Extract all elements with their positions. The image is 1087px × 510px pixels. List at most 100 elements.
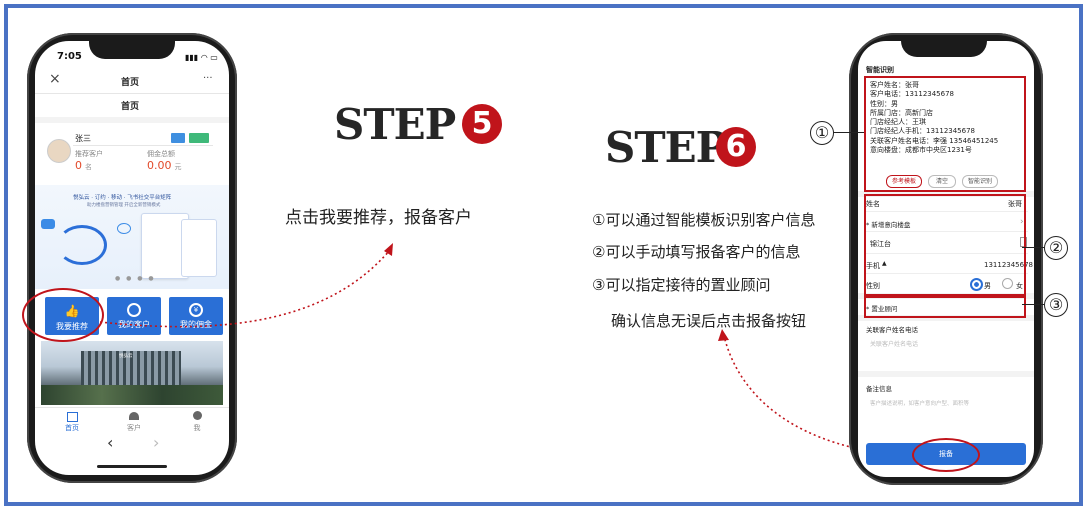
highlight-oval-submit bbox=[912, 438, 980, 472]
tab-customer[interactable]: 客户 bbox=[127, 424, 141, 432]
user-card-divider bbox=[73, 145, 213, 146]
phone-right: 智能识别 客户姓名：张哥 客户电话：13112345678 性别：男 所属门店：… bbox=[849, 33, 1043, 485]
my-customers-button[interactable]: 我的客户 bbox=[107, 297, 161, 335]
highlight-box-2 bbox=[864, 194, 1026, 296]
building-sign: 悦弘云 bbox=[119, 354, 133, 359]
chevron-right-icon[interactable]: › bbox=[1020, 217, 1024, 227]
step5-description: 点击我要推荐，报备客户 bbox=[285, 208, 472, 228]
home-indicator bbox=[97, 465, 167, 468]
banner-subtext: 助力楼盘营销管理 开启全新营销模式 bbox=[87, 203, 161, 208]
related-input[interactable]: 关联客户姓名电话 bbox=[870, 341, 919, 348]
arrow-step6-path bbox=[723, 335, 909, 457]
stat-right-label: 佣金总额 bbox=[147, 150, 175, 158]
info-line: 客户姓名：张哥 bbox=[870, 81, 919, 89]
phone-left-notch bbox=[89, 41, 175, 59]
remark-input[interactable]: 客户描述说明，如客户意向户型、面积等 bbox=[870, 401, 970, 407]
tab-home[interactable]: 首页 bbox=[65, 424, 79, 432]
profile-icon bbox=[193, 411, 202, 420]
arrow-step6-head bbox=[718, 329, 729, 341]
mini-app-screenshot-back bbox=[181, 219, 217, 277]
callout-line-3 bbox=[1022, 304, 1044, 305]
promo-banner[interactable]: 悦弘云 · 订约 · 移动 · 飞书社交平台矩阵 助力楼盘营销管理 开启全新营销… bbox=[35, 185, 229, 289]
step6-line1: ①可以通过智能模板识别客户信息 bbox=[592, 211, 816, 229]
row-divider bbox=[866, 211, 1028, 212]
step6-number: 6 bbox=[716, 127, 756, 167]
step6-line4: 确认信息无误后点击报备按钮 bbox=[611, 312, 807, 330]
info-line: 关联客户姓名电话：李强 13546451245 bbox=[870, 136, 999, 145]
step6-line2: ②可以手动填写报备客户的信息 bbox=[592, 243, 801, 261]
callout-1: ① bbox=[810, 121, 834, 145]
project-value[interactable]: 锦江台 bbox=[870, 240, 891, 248]
info-line: 性别：男 bbox=[870, 99, 898, 108]
related-label: 关联客户姓名电话 bbox=[866, 326, 918, 334]
step6-word: STEP bbox=[605, 123, 727, 172]
tab-me[interactable]: 我 bbox=[193, 424, 201, 432]
delete-icon[interactable] bbox=[1020, 237, 1027, 247]
info-line: 客户电话：13112345678 bbox=[870, 90, 954, 99]
callout-2: ② bbox=[1044, 236, 1068, 260]
qr-card-icon[interactable] bbox=[189, 133, 209, 143]
step5-word: STEP bbox=[334, 100, 456, 149]
my-commission-label: 我的佣金 bbox=[180, 320, 212, 329]
clear-button[interactable]: 清空 bbox=[928, 175, 956, 188]
consultant-label[interactable]: * 置业顾问 bbox=[866, 305, 898, 313]
info-line: 意向楼盘：成都市中央区1231号 bbox=[870, 146, 972, 155]
customers-icon bbox=[129, 412, 139, 420]
recognize-button[interactable]: 智能识别 bbox=[962, 175, 998, 188]
phone-right-screen: 智能识别 客户姓名：张哥 客户电话：13112345678 性别：男 所属门店：… bbox=[858, 41, 1034, 477]
cloud-logo-icon bbox=[57, 225, 107, 265]
arrow-step5-path bbox=[99, 249, 391, 328]
info-line: 门店经纪人：王琪 bbox=[870, 118, 926, 127]
yen-icon: ¥ bbox=[189, 303, 203, 317]
phone-value[interactable]: 13112345678 bbox=[984, 261, 1033, 269]
nav-title: 首页 bbox=[121, 78, 140, 88]
building-photo[interactable]: 悦弘云 bbox=[41, 341, 223, 405]
user-name: 张三 bbox=[75, 134, 91, 143]
back-icon[interactable]: ‹ bbox=[107, 433, 114, 452]
step5-number: 5 bbox=[462, 104, 502, 144]
my-commission-button[interactable]: ¥ 我的佣金 bbox=[169, 297, 223, 335]
close-icon[interactable]: × bbox=[49, 71, 61, 87]
nav-divider bbox=[35, 93, 229, 94]
highlight-oval-recommend bbox=[22, 288, 104, 342]
gender-label: 性别 bbox=[866, 282, 880, 290]
my-customers-label: 我的客户 bbox=[118, 320, 150, 329]
intent-label: * 新增意向楼盘 bbox=[866, 221, 911, 229]
radio-male-icon[interactable] bbox=[970, 278, 983, 291]
row-divider bbox=[866, 231, 1028, 232]
info-line: 门店经纪人手机：13112345678 bbox=[870, 127, 975, 136]
page-heading: 首页 bbox=[121, 102, 140, 112]
id-card-icon[interactable] bbox=[171, 133, 185, 143]
tab-bar-divider bbox=[35, 407, 229, 408]
info-textarea[interactable]: 客户姓名：张哥 客户电话：13112345678 性别：男 所属门店：高新门店 … bbox=[862, 75, 1030, 189]
name-value[interactable]: 张哥 bbox=[1008, 200, 1022, 208]
gender-female: 女 bbox=[1016, 282, 1023, 290]
row-divider bbox=[866, 253, 1028, 254]
signal-icon: ▮▮▮ ◠ ▭ bbox=[185, 53, 218, 62]
callout-3: ③ bbox=[1044, 293, 1068, 317]
template-button[interactable]: 参考模板 bbox=[886, 175, 922, 188]
callout-line-1 bbox=[832, 132, 864, 133]
name-label: 姓名 bbox=[866, 200, 880, 208]
avatar bbox=[47, 139, 71, 163]
banner-text: 悦弘云 · 订约 · 移动 · 飞书社交平台矩阵 bbox=[73, 195, 172, 201]
section-title: 智能识别 bbox=[866, 66, 894, 74]
form-gap bbox=[858, 315, 1034, 321]
radio-female-icon[interactable] bbox=[1002, 278, 1013, 289]
banner-dots[interactable]: ● ● ● ● bbox=[115, 275, 156, 282]
chat-bubble-icon bbox=[41, 219, 55, 229]
gender-male: 男 bbox=[984, 282, 991, 290]
caret-up-icon[interactable]: ▲ bbox=[882, 260, 887, 267]
row-divider bbox=[866, 273, 1028, 274]
remark-label: 备注信息 bbox=[866, 385, 892, 393]
highlight-box-3 bbox=[864, 296, 1026, 318]
message-bubble-icon bbox=[117, 223, 131, 234]
phone-label: 手机 bbox=[866, 262, 880, 270]
info-lines: 客户姓名：张哥 客户电话：13112345678 性别：男 所属门店：高新门店 … bbox=[870, 81, 998, 155]
more-icon[interactable]: ··· bbox=[203, 73, 213, 84]
forward-icon[interactable]: › bbox=[153, 433, 160, 452]
info-line: 所属门店：高新门店 bbox=[870, 108, 933, 117]
